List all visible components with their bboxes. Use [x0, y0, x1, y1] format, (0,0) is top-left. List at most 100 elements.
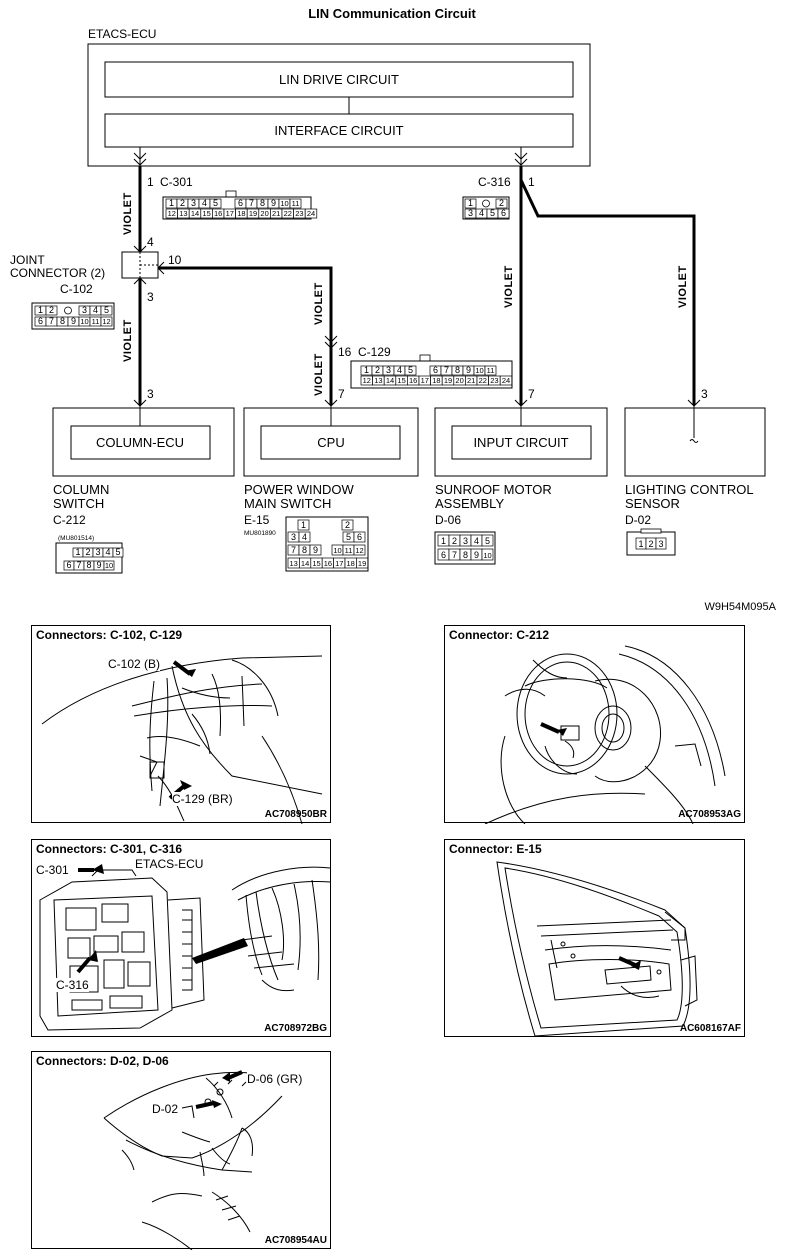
connector-pin-label: 17 [421, 376, 429, 385]
c212-label: C-212 [53, 513, 86, 527]
e15-part-number: MU801890 [244, 530, 276, 537]
connector-pin [497, 208, 510, 219]
connector-pin [45, 305, 58, 316]
connector-pin-label: 1 [75, 547, 80, 557]
interface-circuit-label: INTERFACE CIRCUIT [274, 123, 403, 138]
sunroof-name-1: SUNROOF MOTOR [435, 482, 552, 497]
connector-pin-label: 20 [260, 209, 268, 218]
connector-pin-label: 13 [179, 209, 187, 218]
connector-pin-label: 2 [375, 365, 380, 375]
c129-label: C-129 [358, 345, 391, 359]
connector-pin-label: 21 [467, 376, 475, 385]
callout-c102: C-102 (B) [108, 657, 161, 671]
connector-pin-label: 16 [409, 376, 417, 385]
wire-c316-to-lighting [519, 179, 696, 405]
connector-pin-label: 5 [115, 547, 120, 557]
pin-joint-in: 4 [147, 235, 154, 249]
wire-joint-to-power-window [158, 266, 333, 405]
pin-joint-down: 3 [147, 290, 154, 304]
connector-pin-label: 9 [271, 198, 276, 208]
c102-label: C-102 [60, 282, 93, 296]
connector-pin-label: 13 [290, 559, 298, 568]
connector-pin-label: 10 [80, 317, 88, 326]
etacs-ecu-box [87, 43, 591, 167]
connector-pin-label: 5 [346, 532, 351, 542]
connector-pin-label: 8 [260, 198, 265, 208]
callout-etacs-ecu: ETACS-ECU [135, 857, 204, 871]
callout-c301: C-301 [36, 863, 69, 877]
connector-pin-label: 19 [358, 559, 366, 568]
connector-pin-label: 6 [357, 532, 362, 542]
callout-d06: D-06 (GR) [247, 1072, 303, 1086]
connector-pin-label: 1 [169, 198, 174, 208]
connector-pin-label: 10 [483, 551, 491, 560]
connector-pin [484, 365, 497, 376]
connector-pin [112, 547, 124, 558]
connector-pin-label: 17 [226, 209, 234, 218]
panel-c301-c316: Connectors: C-301, C-316 C-301 ETACS-ECU… [31, 839, 331, 1037]
panel-e15-code: AC608167AF [679, 1023, 741, 1034]
lin-drive-circuit-box [104, 61, 574, 98]
panel-c102-c129-title: Connectors: C-102, C-129 [36, 628, 183, 642]
panel-d02-d06-code: AC708954AU [264, 1235, 327, 1246]
connector-pin-label: 10 [475, 366, 483, 375]
wire-color-2: VIOLET [122, 319, 134, 362]
connector-pin-label: 4 [202, 198, 207, 208]
wiring-diagram: LIN Communication Circuit ETACS-ECU LIN … [10, 6, 777, 613]
connector-pin-label: 6 [38, 316, 43, 326]
connector-pin-label: 7 [444, 365, 449, 375]
connector-pin-label: 1 [468, 198, 473, 208]
connector-pin [356, 557, 369, 569]
connector-pin-label: 4 [479, 208, 484, 218]
connector-pin-label: 1 [38, 305, 43, 315]
connector-pin-label: 23 [295, 209, 303, 218]
connector-pin-label: 23 [490, 376, 498, 385]
joint-connector-label-1: JOINT [10, 253, 45, 267]
panel-c212-code: AC708953AG [678, 809, 741, 820]
connector-pin-label: 6 [433, 365, 438, 375]
connector-pin [298, 531, 311, 543]
connector-pin-label: 3 [658, 539, 663, 549]
diagram-code: W9H54M095A [704, 601, 776, 613]
connector-pin-label: 11 [345, 546, 353, 555]
connector-pin [495, 198, 508, 209]
connector-pin-label: 12 [363, 376, 371, 385]
connector-pin-label: 5 [408, 365, 413, 375]
input-circuit-label: INPUT CIRCUIT [473, 435, 568, 450]
etacs-location-arrow [192, 938, 248, 964]
lighting-sensor-box [624, 407, 766, 477]
c301-label: C-301 [160, 175, 193, 189]
connector-pin [309, 544, 322, 556]
connector-pin-label: 7 [249, 198, 254, 208]
connector-pin-label: 8 [86, 560, 91, 570]
connector-pin [655, 537, 667, 550]
connector-pin-label: 2 [499, 198, 504, 208]
connector-pin-label: 15 [397, 376, 405, 385]
column-switch-box [52, 407, 235, 477]
panel-c212: Connector: C-212 AC708953AG [444, 625, 745, 824]
connector-pin-label: 2 [180, 198, 185, 208]
connector-pin-label: 22 [479, 376, 487, 385]
connector-pin-label: 11 [487, 366, 495, 375]
connector-pin-label: 4 [474, 536, 479, 546]
connector-pin-label: 6 [66, 560, 71, 570]
connector-pin-label: 16 [214, 209, 222, 218]
pin-pw-in: 7 [338, 387, 345, 401]
connector-pin-label: 22 [284, 209, 292, 218]
connector-pin-label: 11 [92, 317, 100, 326]
diagram-title: LIN Communication Circuit [308, 6, 476, 21]
lighting-sensor-terminal [689, 439, 699, 443]
connector-pin-label: 10 [280, 199, 288, 208]
joint-connector-label-2: CONNECTOR (2) [10, 266, 105, 280]
connector-pin-label: 3 [386, 365, 391, 375]
connector-pin-label: 8 [302, 545, 307, 555]
pin-joint-right: 10 [168, 253, 182, 267]
connector-pin-label: 2 [452, 536, 457, 546]
connector-pin [464, 198, 477, 209]
connector-pin-label: 1 [441, 536, 446, 546]
connector-pin-label: 1 [364, 365, 369, 375]
